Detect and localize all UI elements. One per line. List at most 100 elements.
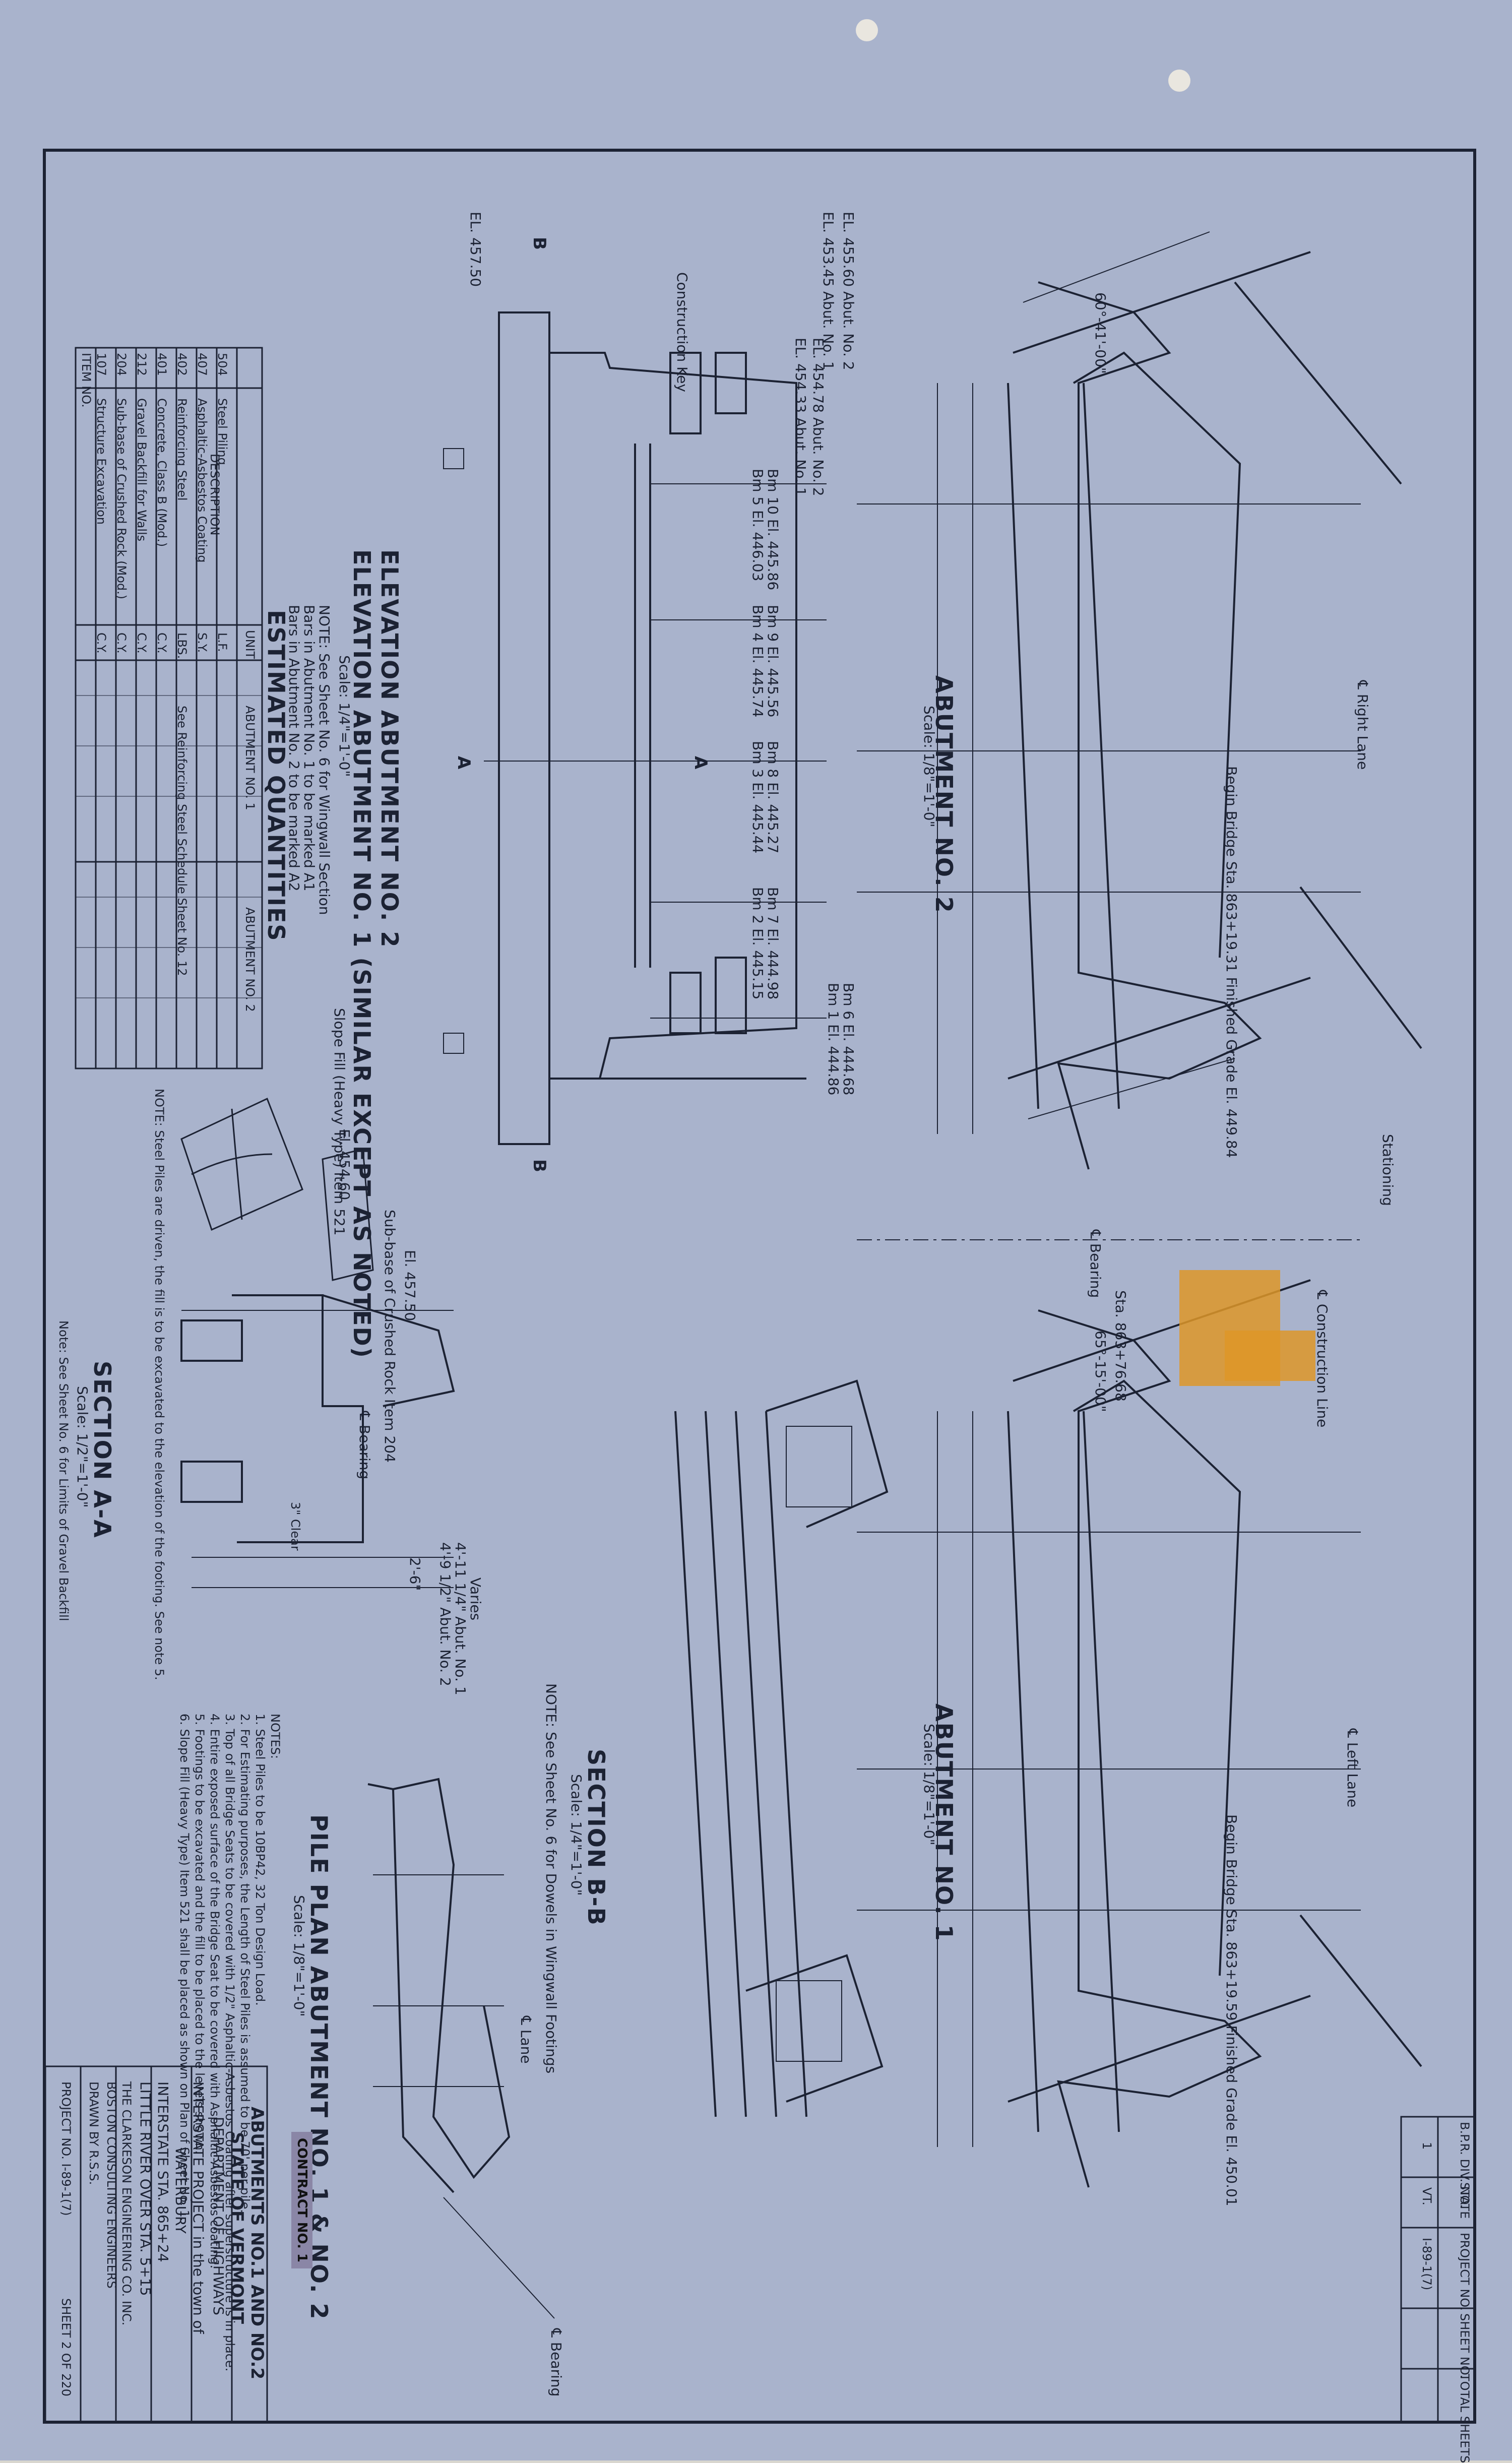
pile-note: 1. Steel Piles to be 10BP42, 32 Ton Desi… — [253, 1714, 267, 2006]
table-cell: Gravel Backfill for Walls — [135, 398, 149, 542]
section-a-marker: A — [690, 756, 711, 770]
table-cell: Asphaltic-Asbestos Coating — [195, 398, 209, 563]
title-block-line: INTERSTATE PROJECT in the town of — [190, 2081, 207, 2334]
table-cell: Structure Excavation — [94, 398, 108, 525]
clear-label: 3" Clear — [288, 1502, 302, 1551]
section-bb-note: NOTE: See Sheet No. 6 for Dowels in Wing… — [543, 1683, 559, 2074]
abutment-2-dimensions — [857, 231, 1361, 1134]
table-cell: 401 — [155, 353, 169, 376]
bm-label: Bm 1 El. 444.86 — [825, 983, 842, 1096]
begin-bridge-1-note: Begin Bridge Sta. 863+19.59 Finished Gra… — [1223, 1814, 1240, 2206]
slope-el-label: El. 457.50 — [402, 1250, 418, 1321]
pile-plan-view — [367, 1778, 555, 2319]
table-header: DESCRIPTION — [208, 454, 222, 536]
lane-label: ℄ Lane — [518, 2016, 534, 2064]
pile-notes-head: NOTES: — [268, 1714, 282, 1759]
table-cell: L.F. — [215, 633, 229, 652]
elevation-abut-el: EL. 455.60 Abut. No. 2 — [840, 212, 857, 370]
table-cell: Concrete, Class B (Mod.) — [155, 398, 169, 547]
bm-label: Bm 5 El. 446.03 — [749, 469, 766, 582]
project-box-header: PROJECT NO. — [1458, 2233, 1472, 2311]
quantities-table-grid — [75, 347, 263, 1069]
stationing-label: Stationing — [1379, 1134, 1396, 1206]
slope-note: NOTE: Steel Piles are driven, the fill i… — [152, 1089, 166, 1680]
table-cell: 204 — [114, 353, 129, 376]
table-cell: Sub-base of Crushed Rock (Mod.) — [114, 398, 129, 600]
table-cell: Reinforcing Steel — [175, 398, 189, 501]
table-header: ABUTMENT NO. 1 — [243, 706, 257, 810]
quantities-title: ESTIMATED QUANTITIES — [263, 610, 290, 942]
punch-hole — [1168, 70, 1190, 92]
section-bb-title: SECTION B-B — [583, 1749, 610, 1926]
punch-hole — [856, 19, 878, 41]
elevation-leaders — [484, 483, 827, 1019]
elevation-view — [443, 311, 806, 1145]
firm-city: BOSTON CONSULTING ENGINEERS — [104, 2081, 118, 2289]
project-box-value: 1 — [1420, 2142, 1434, 2150]
abutment-1-dimensions — [857, 1411, 1361, 2147]
title-block-line: DEPARTMENT OF HIGHWAYS — [210, 2117, 227, 2315]
section-bb-view — [674, 1379, 889, 2117]
project-number: PROJECT NO. I-89-1(7) — [59, 2081, 73, 2216]
slope-fill-sketch — [180, 1097, 374, 1281]
abutment-1-scale: Scale: 1/8"=1'-0" — [921, 1724, 937, 1846]
title-block-line: STATE OF VERMONT — [227, 2132, 247, 2324]
table-cell: Steel Piling — [215, 398, 229, 465]
varies-label: Varies — [467, 1577, 484, 1621]
subbase-label: Sub-base of Crushed Rock Item 204 — [382, 1210, 398, 1463]
section-aa-view — [180, 1294, 455, 1588]
dimension-label: 4'-11 1/4" Abut. No. 1 — [452, 1542, 469, 1695]
sheet-border — [43, 149, 1476, 2424]
section-b-marker: B — [529, 237, 549, 250]
table-header: UNIT — [243, 630, 257, 659]
rebar-note: See Reinforcing Steel Schedule Sheet No.… — [175, 706, 189, 976]
title-block-grid — [44, 2065, 268, 2423]
slope-el-label: El. 454.60 — [336, 1129, 353, 1201]
skew-angle-label: 60°-41'-00" — [1092, 292, 1109, 374]
table-cell: C.Y. — [155, 633, 169, 654]
section-a-marker: A — [454, 756, 474, 770]
section-aa-scale: Scale: 1/2"=1'-0" — [74, 1386, 91, 1508]
bearing-label: ℄ Bearing — [356, 1411, 373, 1480]
bm-label: Bm 9 El. 445.56 — [765, 605, 781, 718]
project-box-value: VT. — [1420, 2187, 1434, 2205]
table-cell: C.Y. — [94, 633, 108, 654]
title-block-line: LITTLE RIVER OVER STA. 5+15 — [137, 2081, 154, 2296]
table-cell: 407 — [195, 353, 209, 376]
contract-stamp: CONTRACT NO. 1 — [291, 2132, 312, 2268]
dimension-label: 4'-9 1/2" Abut. No. 2 — [437, 1542, 454, 1686]
tape-patch — [1225, 1331, 1315, 1381]
project-box-value: I-89-1(7) — [1420, 2238, 1434, 2291]
elevation-top-el: EL. 457.50 — [467, 212, 484, 287]
bm-label: Bm 8 El. 445.27 — [765, 741, 781, 854]
table-header: ITEM NO. — [79, 353, 93, 408]
title-block-line: WATERBURY — [172, 2147, 189, 2234]
elevation-title-1: ELEVATION ABUTMENT NO. 2 — [376, 549, 403, 949]
bearing-label: ℄ Bearing — [548, 2328, 564, 2397]
project-box-header: SHEET NO. — [1458, 2313, 1472, 2379]
table-cell: 504 — [215, 353, 229, 376]
pile-note: 6. Slope Fill (Heavy Type) Item 521 shal… — [177, 1714, 192, 2222]
pile-plan-scale: Scale: 1/8"=1'-0" — [291, 1895, 307, 2017]
section-bb-scale: Scale: 1/4"=1'-0" — [568, 1774, 585, 1896]
section-b-marker: B — [529, 1159, 549, 1172]
section-aa-title: SECTION A-A — [89, 1361, 116, 1539]
station-label: Sta. 863+76.68 — [1112, 1290, 1129, 1402]
elevation-abut-el: EL. 454.78 Abut. No. 2 — [810, 338, 827, 496]
begin-bridge-2-note: Begin Bridge Sta. 863+19.31 Finished Gra… — [1223, 766, 1240, 1158]
title-block-line: INTERSTATE STA. 865+24 — [155, 2081, 171, 2262]
table-cell: S.Y. — [195, 633, 209, 653]
table-cell: 212 — [135, 353, 149, 376]
construction-line-label: ℄ Construction Line — [1314, 1290, 1331, 1428]
left-lane-label: ℄ Left Lane — [1344, 1729, 1361, 1808]
firm-name: THE CLARKESON ENGINEERING CO. INC. — [119, 2081, 134, 2326]
table-cell: C.Y. — [135, 633, 149, 654]
bm-label: Bm 7 El. 444.98 — [765, 887, 781, 1000]
abutment-2-plan — [1007, 251, 1422, 1170]
elevation-note: NOTE: See Sheet No. 6 for Wingwall Secti… — [316, 605, 333, 915]
project-box-header: STATE — [1458, 2182, 1472, 2219]
elevation-abut-el: EL. 454.33 Abut. No. 1 — [792, 338, 809, 496]
title-block-line: ABUTMENTS NO.1 AND NO.2 — [247, 2107, 267, 2380]
sheet-number: SHEET 2 OF 220 — [59, 2298, 73, 2396]
